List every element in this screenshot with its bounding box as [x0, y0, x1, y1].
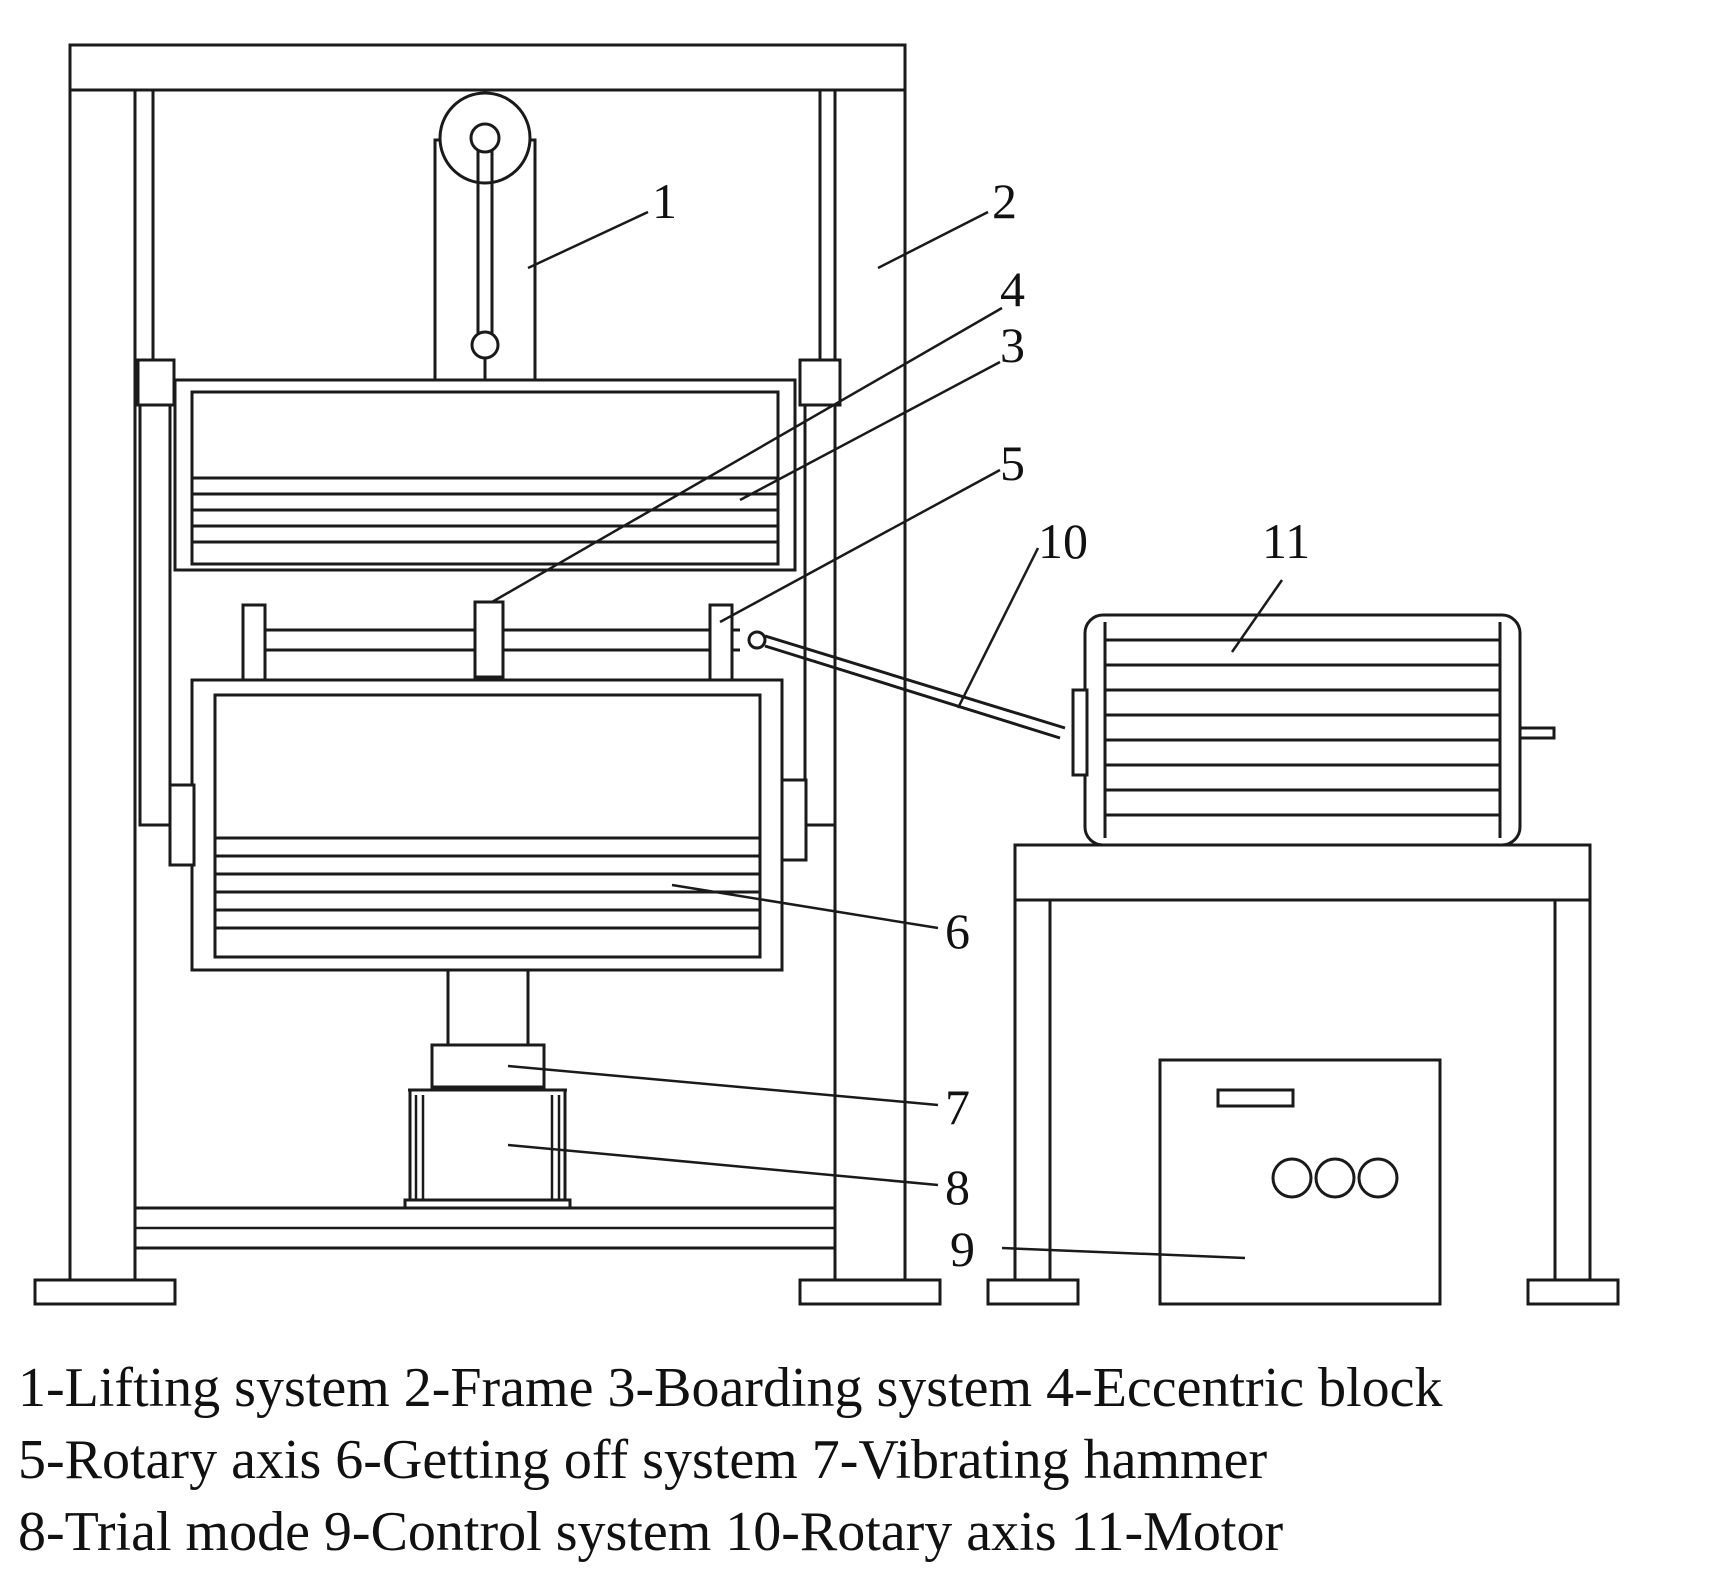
callout-5: 5	[1000, 435, 1025, 491]
callout-3: 3	[1000, 317, 1025, 373]
figure-legend: 1-Lifting system 2-Frame 3-Boarding syst…	[18, 1352, 1718, 1568]
callout-numbers: 1 2 4 3 5 10 11 6 7 8 9	[652, 173, 1310, 1277]
leader-3	[739, 360, 1001, 502]
leader-lines	[491, 210, 1284, 1260]
leader-11	[1230, 579, 1284, 653]
callout-7: 7	[945, 1079, 970, 1135]
callout-2: 2	[992, 173, 1017, 229]
motor	[1071, 613, 1556, 847]
leader-10	[956, 547, 1040, 709]
leader-9	[1001, 1246, 1246, 1260]
trial-mode	[403, 1088, 572, 1210]
leader-6	[671, 883, 939, 930]
leader-2	[877, 210, 989, 270]
leader-1	[527, 210, 649, 270]
legend-line-3: 8-Trial mode 9-Control system 10-Rotary …	[18, 1501, 1284, 1563]
callout-4: 4	[1000, 261, 1025, 317]
lifting-system	[433, 91, 537, 382]
callout-9: 9	[950, 1221, 975, 1277]
callout-6: 6	[945, 903, 970, 959]
drive-shaft	[764, 634, 1066, 740]
callout-11: 11	[1262, 513, 1310, 569]
machine-diagram: 1 2 4 3 5 10 11 6 7 8 9	[33, 43, 1620, 1306]
motor-stand	[986, 843, 1620, 1306]
leader-4	[491, 306, 1003, 604]
vibrating-hammer	[430, 968, 546, 1089]
rotary-axis-assembly	[241, 600, 767, 682]
leader-7	[507, 1064, 939, 1107]
callout-1: 1	[652, 173, 677, 229]
getting-off-system	[168, 678, 808, 972]
callout-10: 10	[1038, 513, 1088, 569]
control-system	[1158, 1058, 1442, 1306]
legend-line-2: 5-Rotary axis 6-Getting off system 7-Vib…	[18, 1429, 1268, 1491]
leader-5	[719, 468, 1001, 624]
leader-8	[507, 1143, 939, 1187]
guide-columns	[136, 358, 842, 827]
legend-line-1: 1-Lifting system 2-Frame 3-Boarding syst…	[18, 1357, 1443, 1419]
boarding-system	[173, 378, 797, 572]
callout-8: 8	[945, 1159, 970, 1215]
